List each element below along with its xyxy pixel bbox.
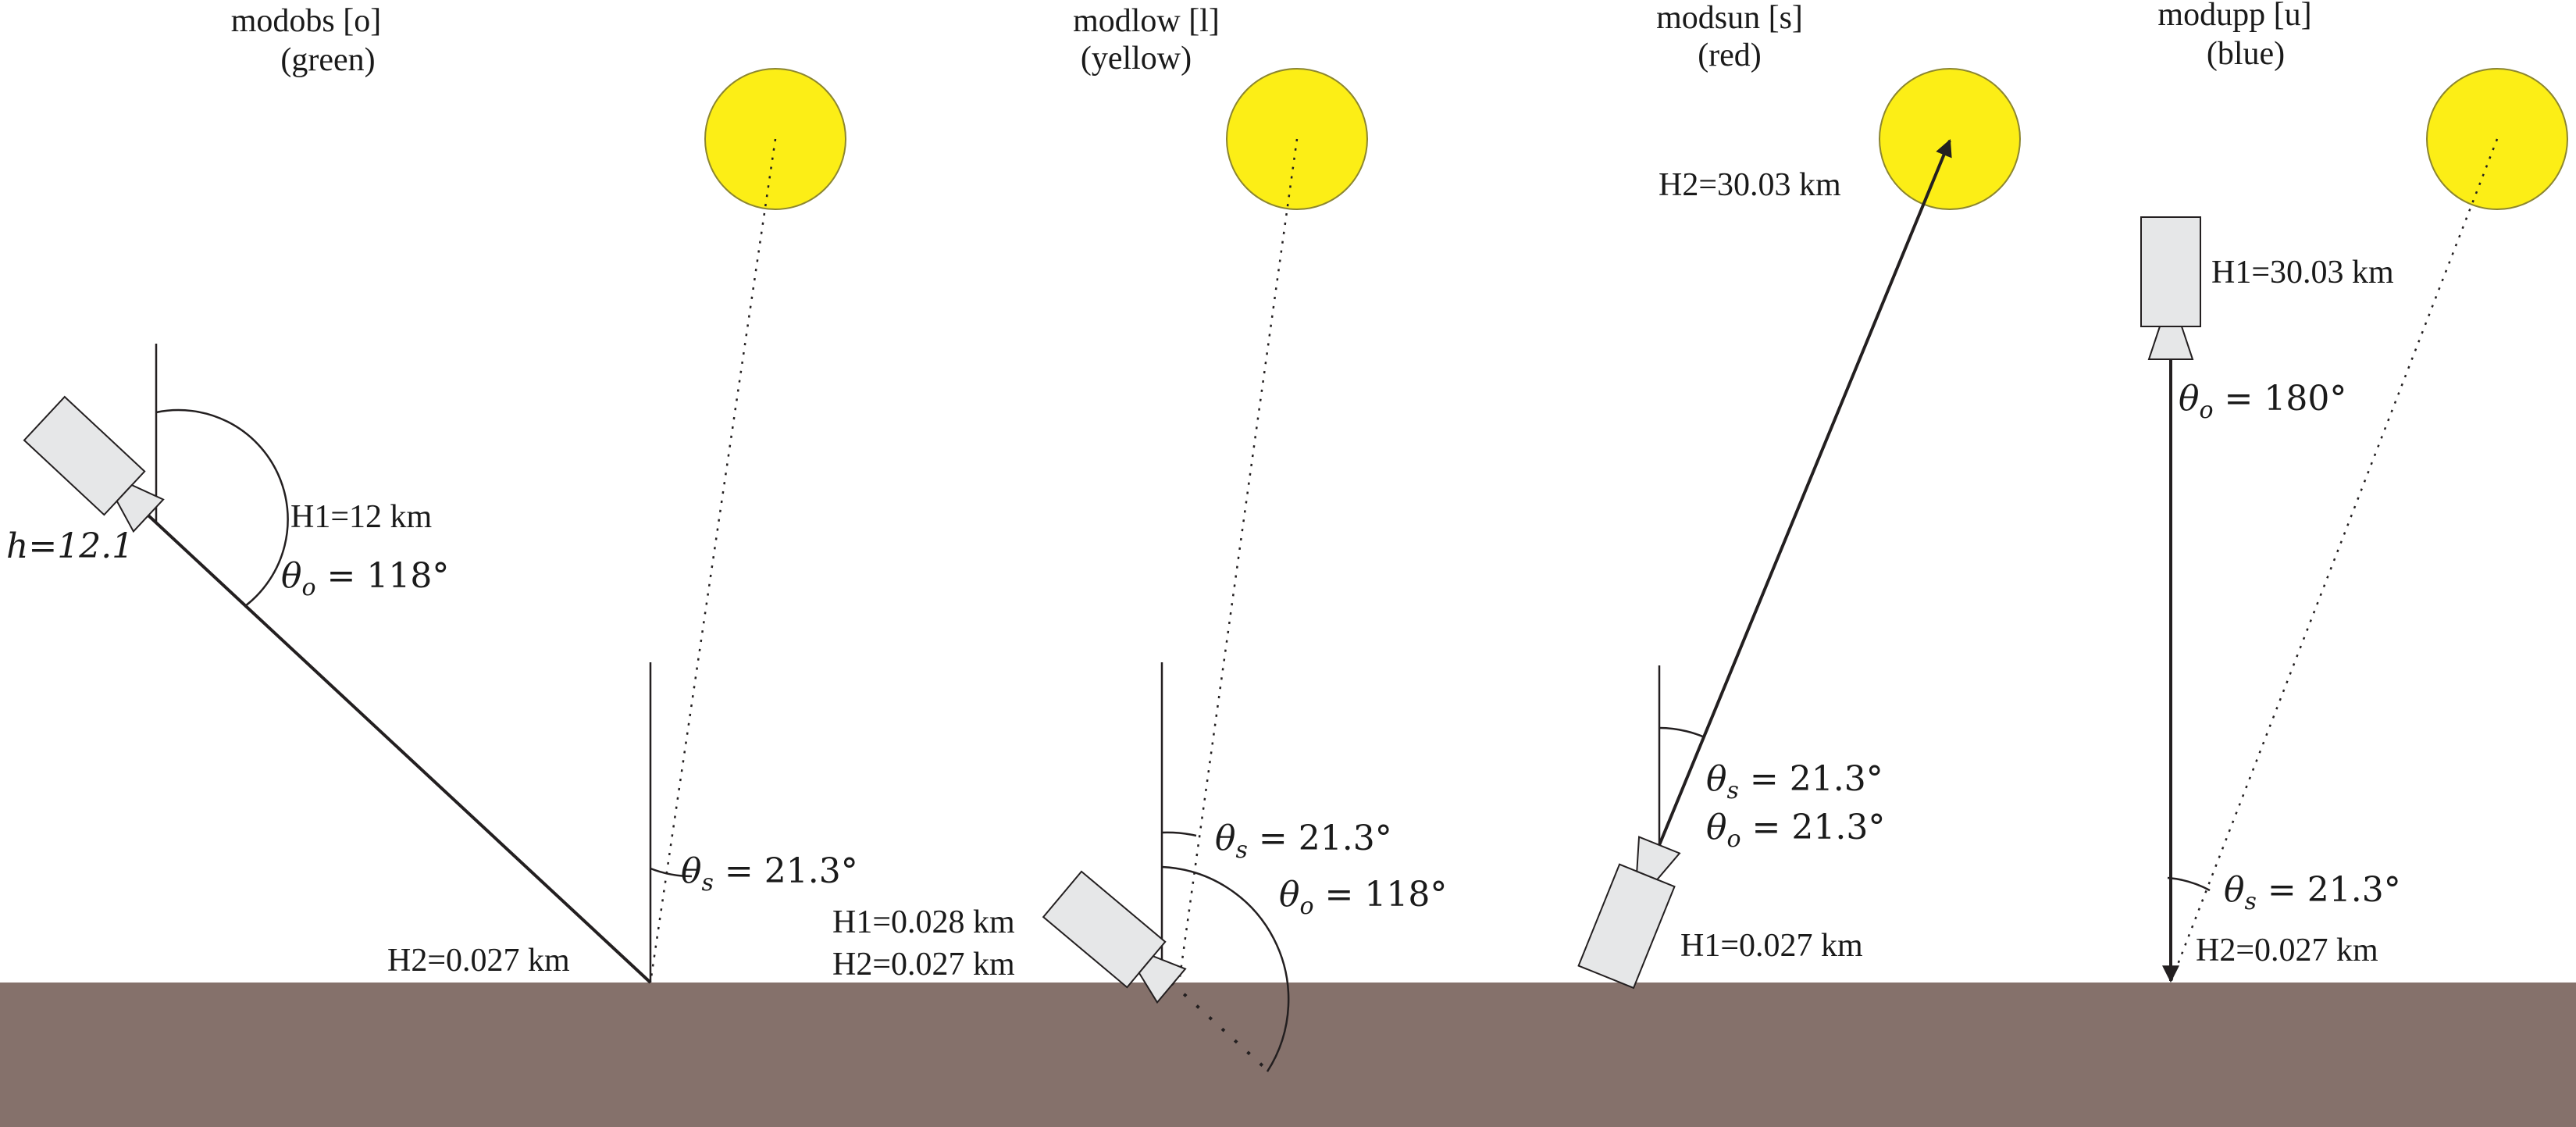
h1-label: H1=12 km	[290, 499, 433, 535]
sun-icon	[1879, 68, 2021, 210]
instrument-icon	[2140, 216, 2201, 360]
panel-title: modsun [s]	[1656, 0, 1803, 36]
h2-label: H2=0.027 km	[387, 943, 570, 979]
h1-label: H1=0.028 km	[832, 904, 1015, 940]
panel-modobs: modobs [o] (green) h=12.1 H1=12 km θo = …	[6, 3, 858, 984]
theta-s-label: θs = 21.3°	[2224, 870, 2401, 915]
h2-label: H2=0.027 km	[832, 947, 1015, 983]
theta-o-label: θo = 180°	[2179, 379, 2346, 424]
panel-modlow: modlow [l] (yellow) θs = 21.3° θo = 118°…	[832, 3, 1447, 1073]
panel-title: modlow [l]	[1073, 3, 1220, 39]
panel-modsun: modsun [s] (red) H2=30.03 km θs = 21.3° …	[1577, 0, 2021, 990]
panel-color-label: (green)	[280, 42, 375, 78]
theta-o-label: θo = 118°	[1279, 875, 1447, 920]
instrument-icon	[1577, 836, 1681, 990]
theta-s-arc	[2167, 876, 2211, 892]
instrument-icon	[1042, 870, 1187, 1004]
theta-s-label: θs = 21.3°	[681, 851, 858, 897]
panel-color-label: (yellow)	[1081, 41, 1192, 77]
panel-color-label: (red)	[1698, 37, 1762, 73]
sun-ray	[1178, 138, 1299, 983]
panel-color-label: (blue)	[2207, 36, 2285, 72]
theta-s-label: θs = 21.3°	[1706, 759, 1883, 804]
panel-title: modobs [o]	[231, 3, 382, 39]
theta-o-label: θo = 21.3°	[1706, 808, 1885, 853]
sun-ray	[2169, 138, 2499, 983]
panel-modupp: modupp [u] (blue) H1=30.03 km θo = 180° …	[2140, 0, 2568, 983]
instrument-icon	[23, 395, 165, 533]
sun-ray	[649, 138, 777, 983]
theta-s-label: θs = 21.3°	[1215, 819, 1392, 864]
h2-label: H2=30.03 km	[1659, 167, 1841, 203]
theta-o-arc	[1161, 865, 1290, 1072]
theta-o-label: θo = 118°	[281, 556, 449, 601]
theta-s-arc	[650, 867, 693, 878]
h2-label: H2=0.027 km	[2196, 933, 2378, 968]
theta-s-arc	[1659, 726, 1705, 739]
h1-label: H1=0.027 km	[1680, 928, 1863, 964]
line-of-sight	[1658, 138, 1952, 846]
line-of-sight	[147, 514, 652, 984]
h1-label: H1=30.03 km	[2211, 255, 2394, 291]
theta-o-arc	[155, 408, 289, 607]
height-label: h=12.1	[6, 526, 134, 566]
panel-title: modupp [u]	[2157, 0, 2311, 33]
theta-s-arc	[1161, 831, 1197, 837]
